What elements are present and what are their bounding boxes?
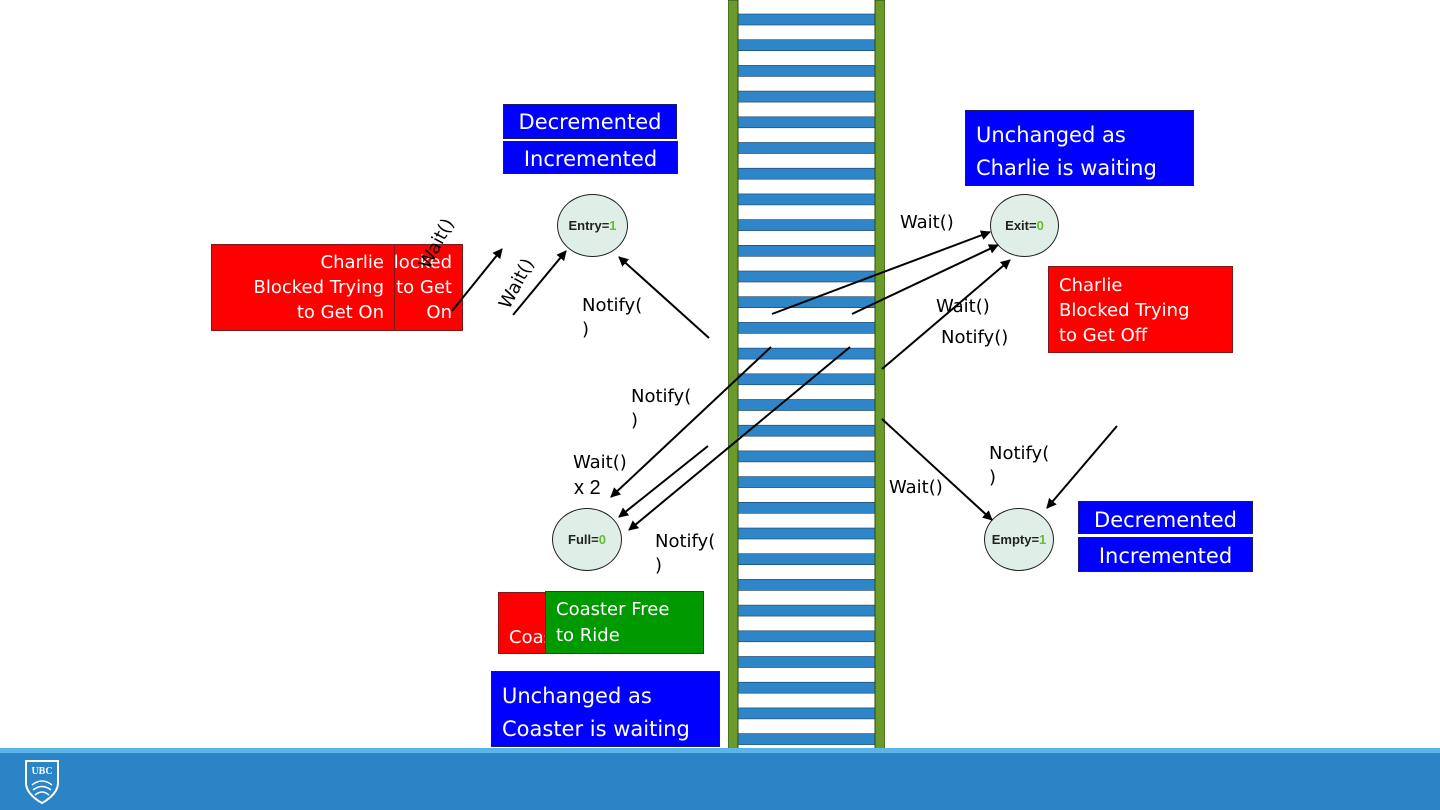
notify-exit-label: Notify(): [941, 327, 1009, 348]
wait-empty-label: Wait(): [889, 477, 943, 498]
notify-full-bottom-label: Notify( ): [655, 531, 716, 576]
ubc-logo: UBC: [24, 759, 60, 805]
charlie-blocked-on-text: Charlie Blocked Trying to Get On: [253, 252, 385, 323]
entry-semaphore-node: Entry=1: [557, 194, 628, 257]
exit-unchanged-text: Unchanged as Charlie is waiting: [976, 123, 1157, 180]
full-node-value: 0: [598, 532, 606, 547]
exit-semaphore-node: Exit=0: [990, 194, 1059, 257]
coaster-unchanged-box: Unchanged as Coaster is waiting: [491, 671, 720, 747]
entry-decremented-text: Decremented: [518, 110, 662, 134]
empty-decremented-box: Decremented: [1078, 501, 1253, 534]
charlie-blocked-off-text: Charlie Blocked Trying to Get Off: [1059, 275, 1190, 346]
arrow-wait-exit-mid: [851, 244, 999, 315]
wait-full-label: Wait(): [573, 452, 627, 473]
exit-node-value: 0: [1036, 218, 1044, 233]
arrow-wait-entry-2: [512, 250, 567, 316]
full-node-label: Full=: [568, 532, 599, 547]
charlie-blocked-off-box: Charlie Blocked Trying to Get Off: [1048, 266, 1233, 353]
empty-semaphore-node: Empty=1: [984, 508, 1054, 571]
coaster-track: [728, 0, 885, 810]
wait-full-x2-label: x 2: [574, 477, 601, 499]
charlie-blocked-on-back-text: Charlie Blocked Trying to Get On: [394, 252, 452, 323]
empty-incremented-box: Incremented: [1078, 537, 1253, 572]
coaster-unchanged-text: Unchanged as Coaster is waiting: [502, 684, 690, 741]
notify-entry-label: Notify( ): [582, 295, 643, 340]
entry-incremented-box: Incremented: [503, 141, 678, 174]
track-rail: [874, 0, 885, 810]
footer-bar: [0, 748, 1440, 810]
track-rail: [728, 0, 739, 810]
arrow-notify-empty: [1046, 425, 1118, 509]
empty-node-value: 1: [1039, 532, 1047, 547]
empty-incremented-text: Incremented: [1098, 544, 1233, 568]
entry-decremented-box: Decremented: [503, 104, 677, 139]
full-semaphore-node: Full=0: [552, 508, 622, 571]
arrow-notify-exit: [881, 259, 1011, 370]
exit-unchanged-box: Unchanged as Charlie is waiting: [965, 110, 1194, 186]
notify-empty-label: Notify( ): [989, 443, 1050, 488]
arrow-wait-full-2: [628, 346, 851, 531]
wait-exit-top-label: Wait(): [900, 212, 954, 233]
arrow-wait-empty: [881, 418, 993, 521]
arrow-wait-full-1: [618, 445, 709, 518]
exit-node-label: Exit=: [1005, 218, 1037, 233]
notify-full-top-label: Notify( ): [631, 386, 692, 431]
arrow-notify-entry: [618, 256, 710, 339]
coaster-free-text: Coaster Free to Ride: [556, 599, 670, 646]
coaster-free-box: Coaster Free to Ride: [545, 591, 704, 654]
arrow-wait-exit-top: [771, 230, 991, 315]
entry-node-label: Entry=: [568, 218, 610, 233]
entry-node-value: 1: [609, 218, 617, 233]
empty-node-label: Empty=: [991, 532, 1040, 547]
ubc-logo-text: UBC: [31, 766, 52, 777]
arrow-notify-full-top: [610, 346, 772, 498]
empty-decremented-text: Decremented: [1094, 508, 1237, 532]
charlie-blocked-on-back-box: Charlie Blocked Trying to Get On: [394, 244, 463, 331]
footer-accent-line: [0, 748, 1440, 753]
entry-incremented-text: Incremented: [523, 147, 658, 171]
arrow-wait-entry-1: [451, 248, 503, 312]
charlie-blocked-on-box: Charlie Blocked Trying to Get On: [211, 244, 395, 331]
